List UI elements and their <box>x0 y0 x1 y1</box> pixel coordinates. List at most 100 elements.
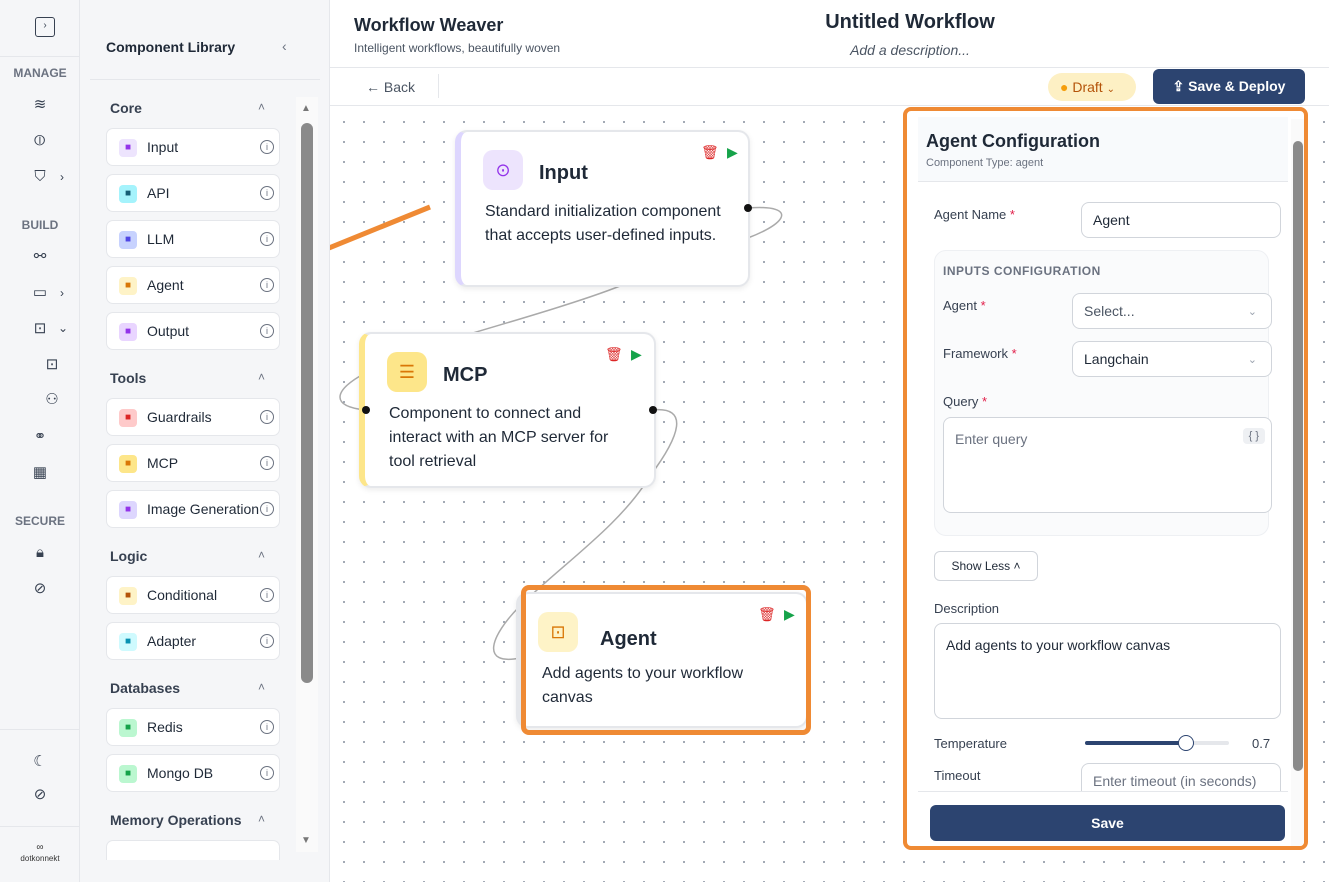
delete-icon[interactable]: 🗑︎ <box>605 346 623 362</box>
framework-select[interactable]: Langchain⌄ <box>1072 341 1272 377</box>
brain-icon[interactable]: ⦶ <box>34 132 46 149</box>
workflow-icon[interactable]: ⚯ <box>33 248 47 265</box>
users-icon[interactable]: ⚇ <box>45 391 59 408</box>
library-item-mcp[interactable]: ■ MCP i <box>106 444 280 482</box>
save-deploy-button[interactable]: ⇪ Save & Deploy <box>1153 69 1305 104</box>
delete-icon[interactable]: 🗑︎ <box>758 606 776 622</box>
robot-icon: ■ <box>119 277 137 295</box>
grid-icon[interactable]: ▦ <box>32 464 48 481</box>
inputs-heading: INPUTS CONFIGURATION <box>943 264 1101 278</box>
header: Workflow Weaver Intelligent workflows, b… <box>330 0 1329 68</box>
info-icon[interactable]: i <box>260 502 274 516</box>
chevron-up-icon[interactable]: ˄ <box>258 812 266 826</box>
info-icon[interactable]: i <box>260 324 274 338</box>
play-circle-icon: ■ <box>119 139 137 157</box>
expand-sidebar-icon[interactable]: › <box>35 17 55 37</box>
info-icon[interactable]: i <box>260 278 274 292</box>
output-handle[interactable] <box>649 406 657 414</box>
back-button[interactable]: ← Back <box>366 79 416 95</box>
collapse-library-icon[interactable]: ‹ <box>282 38 287 54</box>
redis-icon: ■ <box>119 719 137 737</box>
output-icon: ■ <box>119 323 137 341</box>
variable-button[interactable]: { } <box>1242 428 1265 444</box>
library-item-guardrails[interactable]: ■ Guardrails i <box>106 398 280 436</box>
play-circle-icon: ⊙ <box>483 150 523 190</box>
library-item-partial[interactable] <box>106 840 280 860</box>
library-item-agent[interactable]: ■ Agent i <box>106 266 280 304</box>
node-title: MCP <box>443 364 488 386</box>
node-mcp[interactable]: ☰ MCP Component to connect and interact … <box>359 332 656 488</box>
node-description: Add agents to your workflow canvas <box>542 665 743 706</box>
timer-off-icon[interactable]: ⊘ <box>33 786 47 803</box>
info-icon[interactable]: i <box>260 232 274 246</box>
node-title: Agent <box>600 628 657 650</box>
component-library: Component Library ‹ Core˄ ■ Input i ■ AP… <box>80 0 330 882</box>
library-item-api[interactable]: ■ API i <box>106 174 280 212</box>
chevron-down-icon[interactable]: ⌄ <box>58 321 69 335</box>
library-item-input[interactable]: ■ Input i <box>106 128 280 166</box>
chevron-up-icon[interactable]: ˄ <box>258 548 266 562</box>
library-item-llm[interactable]: ■ LLM i <box>106 220 280 258</box>
shield-check-icon[interactable]: ⛉ <box>34 168 46 185</box>
info-icon[interactable]: i <box>260 186 274 200</box>
chevron-up-icon[interactable]: ˄ <box>258 370 266 384</box>
info-icon[interactable]: i <box>260 634 274 648</box>
agent-select[interactable]: Select...⌄ <box>1072 293 1272 329</box>
status-label: Draft <box>1072 79 1103 95</box>
library-item-conditional[interactable]: ■ Conditional i <box>106 576 280 614</box>
chevron-right-icon[interactable]: › <box>60 286 64 300</box>
agent-config-panel: Agent Configuration Component Type: agen… <box>903 107 1308 850</box>
plug-icon: ■ <box>119 633 137 651</box>
api-icon: ■ <box>119 185 137 203</box>
library-item-adapter[interactable]: ■ Adapter i <box>106 622 280 660</box>
run-icon[interactable]: ▶ <box>727 144 738 160</box>
category-logic: Logic <box>110 548 148 564</box>
query-textarea[interactable]: Enter query { } <box>943 417 1272 513</box>
run-icon[interactable]: ▶ <box>784 606 795 622</box>
show-less-button[interactable]: Show Less ˄ <box>934 551 1038 581</box>
chevron-up-icon[interactable]: ˄ <box>258 680 266 694</box>
library-item-output[interactable]: ■ Output i <box>106 312 280 350</box>
chat-icon[interactable]: ▭ <box>32 284 48 301</box>
chevron-up-icon[interactable]: ˄ <box>258 100 266 114</box>
input-handle[interactable] <box>362 406 370 414</box>
layers-icon[interactable]: ≋ <box>33 96 47 113</box>
robot-icon: ⊡ <box>538 612 578 652</box>
output-handle[interactable] <box>744 204 752 212</box>
bot-icon[interactable]: ⊡ <box>45 356 59 373</box>
library-item-image-generation[interactable]: ■ Image Generation i <box>106 490 280 528</box>
bot-icon[interactable]: ⊡ <box>33 320 47 337</box>
workflow-title[interactable]: Untitled Workflow <box>825 11 995 33</box>
status-dropdown[interactable]: ● Draft ⌄ <box>1048 73 1136 101</box>
node-title: Input <box>539 162 588 184</box>
library-item-mongo-db[interactable]: ■ Mongo DB i <box>106 754 280 792</box>
config-title: Agent Configuration <box>926 131 1100 151</box>
info-icon[interactable]: i <box>260 588 274 602</box>
llm-icon: ■ <box>119 231 137 249</box>
info-icon[interactable]: i <box>260 766 274 780</box>
section-build: BUILD <box>21 218 59 232</box>
panel-scrollbar[interactable] <box>1291 119 1304 846</box>
info-icon[interactable]: i <box>260 410 274 424</box>
info-icon[interactable]: i <box>260 456 274 470</box>
info-icon[interactable]: i <box>260 720 274 734</box>
shield-off-icon[interactable]: ⊘ <box>33 580 47 597</box>
node-agent[interactable]: ⊡ Agent Add agents to your workflow canv… <box>516 592 808 728</box>
workflow-description[interactable]: Add a description... <box>850 42 970 58</box>
save-button[interactable]: Save <box>930 805 1285 841</box>
library-item-redis[interactable]: ■ Redis i <box>106 708 280 746</box>
binoculars-icon[interactable]: ⚭ <box>33 428 47 445</box>
temperature-slider[interactable] <box>1085 735 1229 751</box>
dotkonnekt-logo: ∞dotkonnekt <box>20 842 60 863</box>
moon-icon[interactable]: ☾ <box>33 753 47 770</box>
chevron-right-icon[interactable]: › <box>60 170 64 184</box>
agent-name-input[interactable]: Agent <box>1081 202 1281 238</box>
delete-icon[interactable]: 🗑︎ <box>701 144 719 160</box>
lock-icon[interactable]: 🔒︎ <box>36 544 44 561</box>
description-textarea[interactable]: Add agents to your workflow canvas <box>934 623 1281 719</box>
info-icon[interactable]: i <box>260 140 274 154</box>
library-scrollbar[interactable]: ▲▼ <box>296 97 318 852</box>
node-input[interactable]: ⊙ Input Standard initialization componen… <box>455 130 750 287</box>
run-icon[interactable]: ▶ <box>631 346 642 362</box>
agent-name-label: Agent Name * <box>934 207 1015 222</box>
